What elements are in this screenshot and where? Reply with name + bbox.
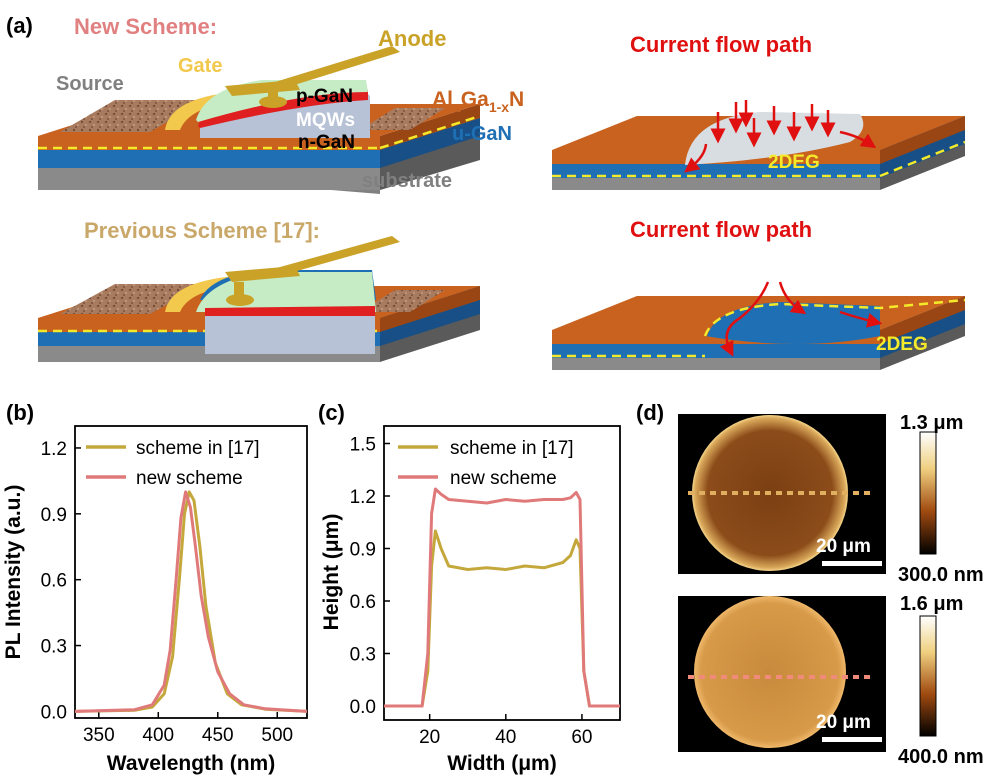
afm-bottom-scalebar	[822, 737, 882, 742]
algan-label: AlxGa1-xN	[432, 88, 524, 115]
substrate-front-face	[38, 168, 380, 190]
panel-b-label: (b)	[6, 400, 34, 425]
chart-b-xtick-label-3: 500	[261, 725, 293, 746]
mqws-label: MQWs	[296, 110, 355, 131]
chart-b-ytick-label-2: 0.6	[41, 571, 67, 592]
chart-b-ytick-label-0: 0.0	[41, 702, 67, 723]
chart-c-series-1	[384, 487, 620, 708]
chart-b-xtick-label-0: 350	[83, 725, 115, 746]
chart-b-xtick-label-2: 450	[202, 725, 234, 746]
afm-top-scalebar	[822, 561, 882, 566]
chart-c-ytick-label-5: 1.5	[350, 435, 376, 456]
chart-b-ytick-label-1: 0.3	[41, 637, 67, 658]
legend-c-label-0: scheme in [17]	[450, 438, 574, 459]
afm-top-cmin: 300.0 nm	[898, 564, 984, 586]
chart-b-ylabel: PL Intensity (a.u.)	[2, 485, 25, 660]
legend-b-label-0: scheme in [17]	[136, 438, 260, 459]
chart-c-xtick-label-0: 20	[419, 727, 440, 748]
afm-top: 20 μm 1.3 μm 300.0 nm	[678, 412, 984, 586]
chart-b: 350 400 450 500 0.0 0.3 0.6 0.9 1.2 scheme in [1…	[2, 425, 308, 775]
chart-c-ytick-label-4: 1.2	[350, 487, 376, 508]
side-ugan	[380, 118, 480, 168]
chart-c-legend: scheme in [17] new scheme	[398, 438, 574, 489]
current-flow-top: Current flow path 2DEG	[552, 32, 966, 190]
chart-b-xlabel: Wavelength (nm)	[107, 752, 275, 775]
chart-b-xtick-label-1: 400	[142, 725, 174, 746]
chart-b-ticks: 350 400 450 500 0.0 0.3 0.6 0.9 1.2	[41, 439, 294, 746]
current-flow-bottom-title: Current flow path	[630, 217, 812, 242]
anode-label: Anode	[378, 26, 446, 51]
chart-c-ytick-label-1: 0.3	[350, 645, 376, 666]
legend-b-label-1: new scheme	[136, 468, 243, 489]
afm-bottom: 20 μm 1.6 μm 400.0 nm	[678, 593, 984, 768]
ugan-label: u-GaN	[452, 123, 512, 145]
anode-arm	[262, 46, 400, 92]
chart-c-ytick-label-3: 0.9	[350, 540, 376, 561]
ngan-label: n-GaN	[298, 132, 355, 153]
new-scheme-device: New Scheme: Source Gate Anode p-GaN MQWs	[38, 14, 524, 194]
chart-b-series-1	[74, 490, 308, 713]
pgan-label: p-GaN	[296, 86, 353, 107]
chart-c-xtick-label-2: 60	[571, 727, 592, 748]
source-label: Source	[56, 73, 124, 95]
current-flow-top-title: Current flow path	[630, 32, 812, 57]
afm-top-scalebar-label: 20 μm	[816, 536, 871, 557]
legend-c-label-1: new scheme	[450, 468, 557, 489]
2deg-top-label: 2DEG	[768, 152, 820, 173]
substrate-label: substrate	[362, 170, 452, 192]
afm-top-cmax: 1.3 μm	[900, 412, 963, 434]
afm-bottom-cmax: 1.6 μm	[900, 593, 963, 615]
chart-c-ylabel: Height (μm)	[320, 514, 343, 631]
new-scheme-title: New Scheme:	[74, 14, 217, 39]
drain-pad	[360, 108, 445, 130]
chart-c-ytick-label-0: 0.0	[350, 697, 376, 718]
chart-b-legend: scheme in [17] new scheme	[86, 438, 260, 489]
panel-c-label: (c)	[318, 400, 345, 425]
gate-label: Gate	[178, 55, 222, 77]
chart-c-ticks: 20 40 60 0.0 0.3 0.6 0.9 1.2 1.5	[350, 435, 593, 749]
afm-top-colorbar	[919, 431, 937, 555]
chart-b-series-0	[74, 490, 308, 713]
chart-c-xlabel: Width (μm)	[447, 752, 556, 775]
panel-d-label: (d)	[636, 400, 664, 425]
chart-c-lines	[384, 487, 620, 708]
afm-bottom-colorbar	[919, 615, 937, 737]
chart-b-lines	[74, 490, 308, 713]
afm-bottom-mesa	[694, 596, 846, 748]
panel-a-label: (a)	[6, 13, 33, 38]
chart-c-frame	[383, 425, 621, 721]
side-algan	[380, 104, 480, 150]
current-flow-bottom: Current flow path 2DEG	[552, 217, 966, 370]
previous-scheme-device: Previous Scheme [17]:	[38, 218, 480, 362]
chart-c-xtick-label-1: 40	[495, 727, 516, 748]
ngan-previous	[205, 316, 375, 354]
chart-b-ytick-label-3: 0.9	[41, 505, 67, 526]
afm-bottom-scalebar-label: 20 μm	[816, 712, 871, 733]
algan-front	[38, 136, 380, 150]
previous-scheme-title: Previous Scheme [17]:	[84, 218, 320, 243]
ugan-front	[38, 150, 380, 168]
afm-bottom-cmin: 400.0 nm	[898, 746, 984, 768]
chart-c: 20 40 60 0.0 0.3 0.6 0.9 1.2 1.5 scheme in [17] …	[320, 425, 621, 775]
2deg-bottom-label: 2DEG	[876, 334, 928, 355]
source-pad	[60, 100, 205, 132]
chart-b-ytick-label-4: 1.2	[41, 439, 67, 460]
chart-b-frame	[74, 425, 308, 719]
chart-c-ytick-label-2: 0.6	[350, 592, 376, 613]
